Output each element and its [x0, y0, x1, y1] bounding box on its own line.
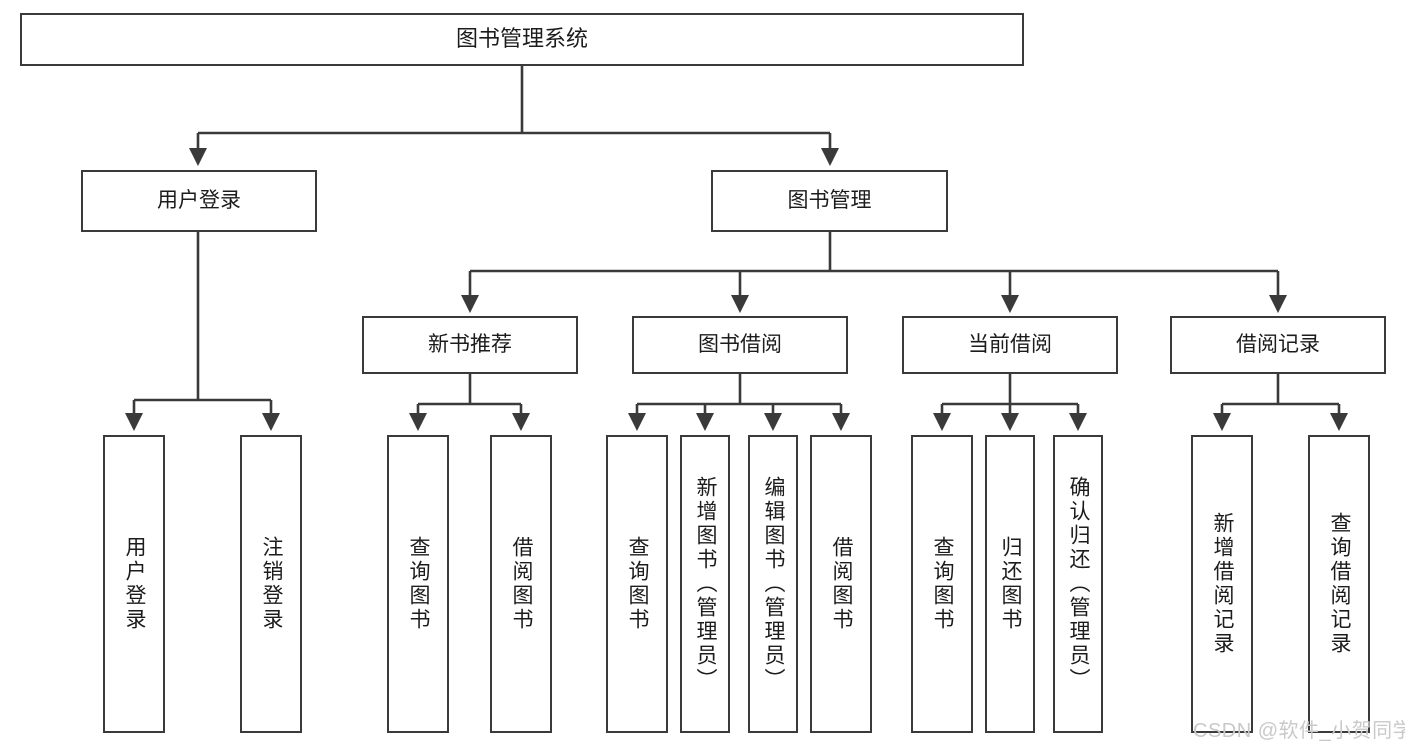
node-user-login[interactable]: 用户登录	[81, 170, 317, 232]
leaf-user-login-login[interactable]: 用户登录	[103, 435, 165, 733]
leaf-current-borrow-return[interactable]: 归还图书	[985, 435, 1035, 733]
node-label: 查询图书	[626, 536, 650, 632]
node-book-borrow[interactable]: 图书借阅	[632, 316, 848, 374]
node-label: 新书推荐	[428, 333, 512, 357]
leaf-borrow-record-query[interactable]: 查询借阅记录	[1308, 435, 1370, 733]
leaf-borrow-record-add[interactable]: 新增借阅记录	[1191, 435, 1253, 733]
node-label: 确认归还（管理员）	[1067, 476, 1091, 692]
node-label: 查询借阅记录	[1328, 512, 1352, 656]
node-label: 新增图书（管理员）	[694, 476, 718, 692]
node-label: 当前借阅	[968, 333, 1052, 357]
node-label: 图书借阅	[698, 333, 782, 357]
node-root-book-management-system[interactable]: 图书管理系统	[20, 13, 1024, 66]
leaf-book-borrow-query[interactable]: 查询图书	[606, 435, 668, 733]
node-label: 新增借阅记录	[1211, 512, 1235, 656]
leaf-book-borrow-add[interactable]: 新增图书（管理员）	[680, 435, 730, 733]
node-label: 借阅图书	[510, 536, 534, 632]
node-label: 查询图书	[931, 536, 955, 632]
leaf-new-book-borrow[interactable]: 借阅图书	[490, 435, 552, 733]
node-label: 用户登录	[123, 536, 147, 632]
node-label: 借阅记录	[1236, 333, 1320, 357]
leaf-current-borrow-confirm-return[interactable]: 确认归还（管理员）	[1053, 435, 1103, 733]
node-label: 查询图书	[407, 536, 431, 632]
node-current-borrow[interactable]: 当前借阅	[902, 316, 1118, 374]
leaf-new-book-query[interactable]: 查询图书	[387, 435, 449, 733]
leaf-current-borrow-query[interactable]: 查询图书	[911, 435, 973, 733]
node-label: 编辑图书（管理员）	[762, 476, 786, 692]
watermark: CSDN @软件_小贺同学	[1193, 720, 1405, 742]
leaf-book-borrow-borrow[interactable]: 借阅图书	[810, 435, 872, 733]
node-label: 注销登录	[260, 536, 284, 632]
node-borrow-record[interactable]: 借阅记录	[1170, 316, 1386, 374]
leaf-user-login-logout[interactable]: 注销登录	[240, 435, 302, 733]
node-label: 图书管理	[787, 189, 872, 213]
node-label: 归还图书	[999, 536, 1023, 632]
node-label: 用户登录	[157, 189, 241, 213]
node-book-management[interactable]: 图书管理	[711, 170, 948, 232]
leaf-book-borrow-edit[interactable]: 编辑图书（管理员）	[748, 435, 798, 733]
node-new-book-recommend[interactable]: 新书推荐	[362, 316, 578, 374]
node-label: 借阅图书	[830, 536, 854, 632]
node-label: 图书管理系统	[455, 26, 588, 52]
